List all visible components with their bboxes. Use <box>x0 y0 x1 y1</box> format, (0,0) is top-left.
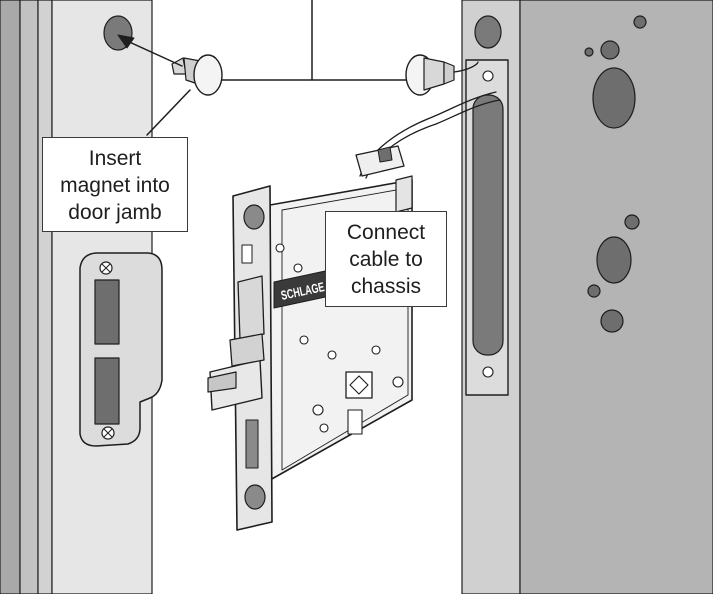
leader-lines <box>124 0 407 136</box>
callout-magnet-line-1: Insert <box>88 147 142 170</box>
insert-arrow-head <box>117 34 135 49</box>
magnet-cable <box>453 61 479 73</box>
callout-magnet-line-3: door jamb <box>68 201 162 224</box>
door-edge-faceplate <box>465 59 509 396</box>
door-magnet-hole <box>474 15 502 49</box>
strike-plate <box>79 252 163 447</box>
callout-insert-magnet: Insert magnet into door jamb <box>42 137 188 232</box>
callout-cable-line-2: cable to <box>349 248 423 271</box>
callout-cable-line-3: chassis <box>350 275 422 298</box>
callout-connect-cable: Connect cable to chassis <box>325 211 447 307</box>
mortise-lock-chassis <box>207 91 501 531</box>
door-magnet <box>405 54 455 96</box>
callout-cable-line-1: Connect <box>346 221 426 244</box>
jamb-magnet <box>171 54 223 96</box>
callout-magnet-line-2: magnet into <box>60 174 170 197</box>
door-prep-holes <box>584 15 647 333</box>
